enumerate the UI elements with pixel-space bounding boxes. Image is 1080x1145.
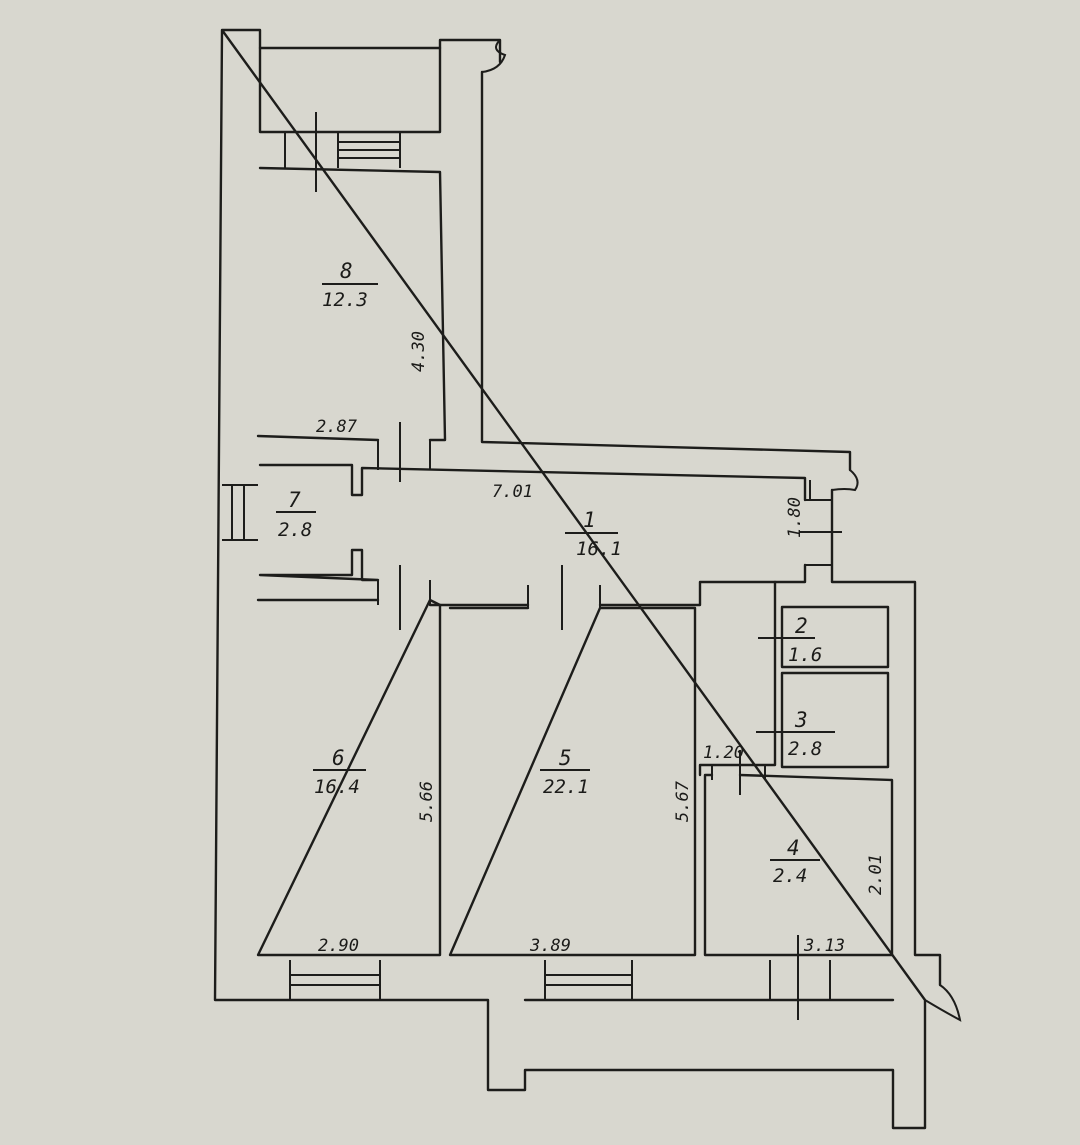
dim-room5-length: 5.67	[673, 780, 693, 822]
dim-room6-width: 2.90	[318, 936, 359, 956]
room-2-outline	[780, 605, 890, 669]
room-1-number: 1	[583, 508, 596, 532]
room-4-number: 4	[787, 836, 800, 860]
door-room5	[527, 565, 601, 630]
dim-room5-width: 3.89	[529, 936, 571, 956]
balcony-top	[258, 46, 442, 134]
room-1-area: 16.1	[576, 538, 622, 560]
dim-corridor-length: 7.01	[492, 482, 533, 502]
dim-corridor-width: 1.80	[785, 497, 805, 538]
dim-room4-length: 2.01	[866, 854, 886, 895]
room-3-area: 2.8	[788, 738, 822, 760]
door-room4	[711, 750, 766, 795]
room-7-area: 2.8	[278, 519, 312, 541]
room-5-outline	[448, 606, 697, 957]
room-5-area: 22.1	[543, 776, 589, 798]
room-5-number: 5	[559, 746, 572, 770]
room-8-number: 8	[340, 259, 353, 283]
room-4-area: 2.4	[773, 865, 807, 887]
door-room6	[377, 565, 431, 630]
dim-room4-width: 3.13	[803, 936, 845, 956]
room-6-number: 6	[332, 746, 345, 770]
window-room6	[289, 960, 381, 1000]
room-6-area: 16.4	[314, 776, 360, 798]
room-6-outline	[256, 598, 442, 957]
dim-room8-length: 4.30	[409, 331, 429, 372]
service-shaft-wall	[698, 580, 777, 777]
wall-break-right	[831, 469, 859, 492]
room-2-number: 2	[795, 614, 808, 638]
door-room8	[377, 422, 431, 482]
dim-passage-width: 1.20	[703, 743, 744, 763]
room-3-number: 3	[794, 708, 808, 732]
door-corridor-right	[800, 480, 842, 566]
dim-room8-width: 2.87	[316, 417, 358, 437]
room-3-outline	[780, 671, 890, 769]
room-8-outline	[256, 166, 447, 442]
window-room4	[769, 935, 831, 1020]
wall-break-bottom	[924, 984, 962, 1022]
room-8-area: 12.3	[322, 289, 368, 311]
window-room5	[544, 960, 633, 1000]
corridor-outline	[258, 463, 807, 607]
room-7-number: 7	[288, 488, 301, 512]
window-room7	[222, 484, 258, 541]
room-2-area: 1.6	[788, 644, 822, 666]
dim-room6-length: 5.66	[417, 781, 437, 822]
window-room8	[284, 112, 401, 192]
wall-break-top	[481, 39, 507, 73]
